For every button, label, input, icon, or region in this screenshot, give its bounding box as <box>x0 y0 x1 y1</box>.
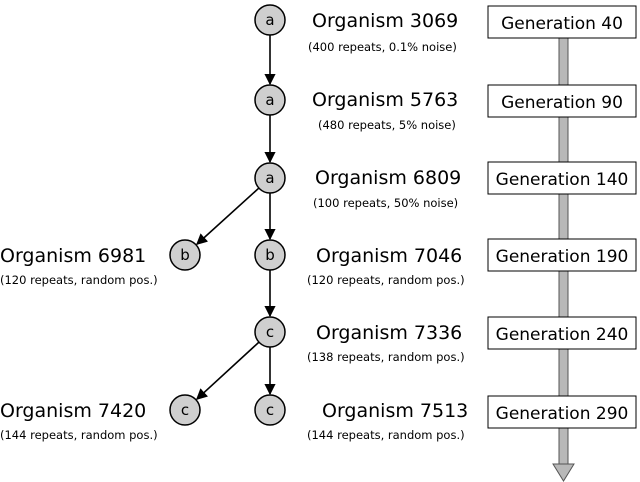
node-circle <box>254 162 286 194</box>
organism-node: b <box>254 239 286 271</box>
node-circle <box>169 239 201 271</box>
node-circle <box>254 84 286 116</box>
organism-node: c <box>254 316 286 348</box>
organism-detail: (100 repeats, 50% noise) <box>313 196 458 210</box>
node-letter: c <box>266 401 274 419</box>
organism-node: b <box>169 239 201 271</box>
timeline-arrowhead <box>552 463 575 482</box>
node-letter: c <box>266 323 274 341</box>
organism-title: Organism 7420 <box>0 400 146 422</box>
node-letter: a <box>265 91 274 109</box>
lineage-arrow <box>195 341 260 400</box>
generation-label: Generation 40 <box>501 14 623 34</box>
node-circle <box>254 394 286 426</box>
node-letter: b <box>265 246 275 264</box>
organism-detail: (400 repeats, 0.1% noise) <box>308 40 457 54</box>
generation-label: Generation 190 <box>496 247 629 267</box>
generation-label: Generation 240 <box>496 325 629 345</box>
organism-detail: (120 repeats, random pos.) <box>0 273 158 287</box>
generation-box-frame <box>487 316 637 350</box>
node-circle <box>254 239 286 271</box>
organism-title: Organism 7046 <box>316 245 462 267</box>
organism-title: Organism 7513 <box>322 400 468 422</box>
organism-node: a <box>254 162 286 194</box>
lineage-edges <box>195 35 276 400</box>
node-circle <box>254 4 286 36</box>
generation-box-frame <box>487 84 637 118</box>
organism-detail: (144 repeats, random pos.) <box>307 428 465 442</box>
node-letter: a <box>265 11 274 29</box>
node-letter: c <box>181 401 189 419</box>
generation-box: Generation 240 <box>487 316 637 350</box>
generation-label: Generation 140 <box>496 170 629 190</box>
organism-node: a <box>254 84 286 116</box>
organism-title: Organism 6809 <box>315 167 461 189</box>
organism-node: c <box>254 394 286 426</box>
generation-box-frame <box>487 5 637 39</box>
organism-title: Organism 6981 <box>0 245 146 267</box>
generation-box: Generation 290 <box>487 395 637 429</box>
generation-box-frame <box>487 395 637 429</box>
organism-labels: Organism 3069 (400 repeats, 0.1% noise) Or… <box>0 10 468 442</box>
organism-node: a <box>254 4 286 36</box>
node-circle <box>254 316 286 348</box>
generation-boxes: Generation 40 Generation 90 Generation 140… <box>487 5 637 429</box>
generation-box: Generation 40 <box>487 5 637 39</box>
generation-label: Generation 90 <box>501 93 623 113</box>
organism-title: Organism 3069 <box>312 10 458 32</box>
organism-detail: (138 repeats, random pos.) <box>307 350 465 364</box>
generation-box-frame <box>487 238 637 272</box>
organism-title: Organism 7336 <box>316 322 462 344</box>
organism-detail: (480 repeats, 5% noise) <box>318 118 456 132</box>
generation-label: Generation 290 <box>496 404 629 424</box>
node-letter: a <box>265 169 274 187</box>
organism-detail: (120 repeats, random pos.) <box>307 273 465 287</box>
organism-title: Organism 5763 <box>312 89 458 111</box>
organism-detail: (144 repeats, random pos.) <box>0 428 158 442</box>
node-letter: b <box>180 246 190 264</box>
generation-box: Generation 140 <box>487 161 637 195</box>
organism-nodes: a a a b b c c c <box>169 4 286 426</box>
lineage-arrow <box>196 187 260 246</box>
generation-box: Generation 90 <box>487 84 637 118</box>
organism-node: c <box>169 394 201 426</box>
node-circle <box>169 394 201 426</box>
generation-box-frame <box>487 161 637 195</box>
generation-box: Generation 190 <box>487 238 637 272</box>
